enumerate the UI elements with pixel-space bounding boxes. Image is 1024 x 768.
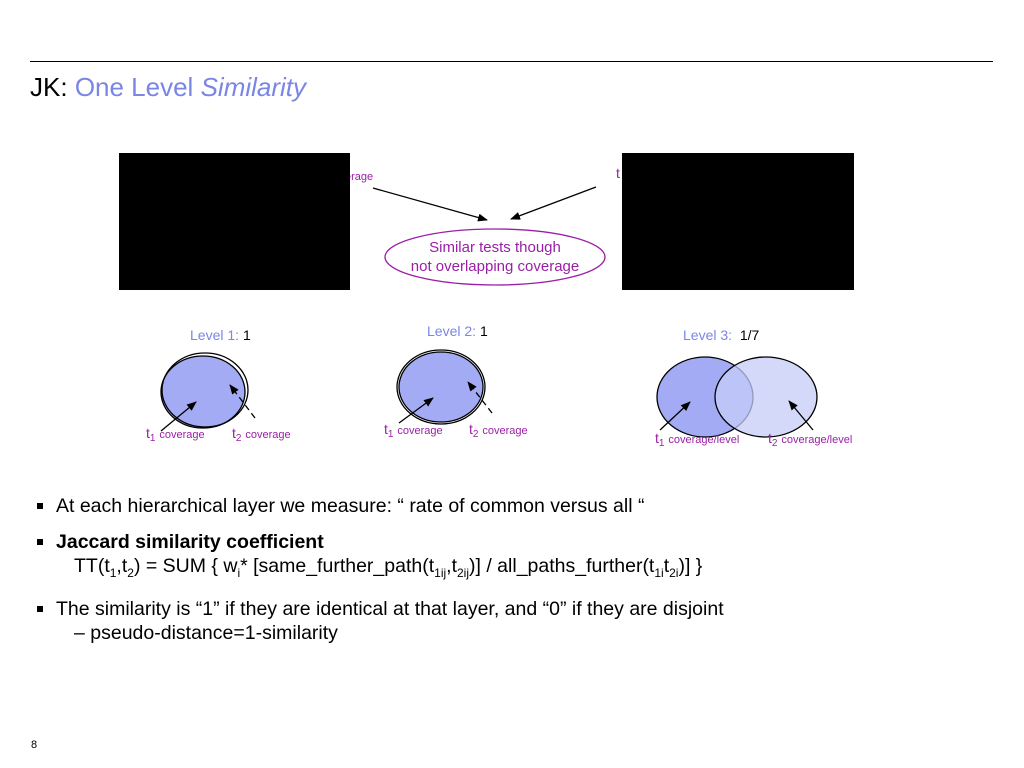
callout-text: Similar tests though not overlapping cov… (386, 238, 604, 276)
arrow-right-to-callout (510, 186, 597, 220)
level3-t2-circle (714, 356, 818, 438)
jaccard-title: Jaccard similarity coefficient (56, 531, 324, 553)
level2-t1-arrow (398, 397, 434, 424)
jaccard-formula: TT(t1,t2) = SUM { wi* [same_further_path… (74, 555, 703, 580)
callout-line2: not overlapping coverage (410, 258, 580, 275)
callout-oval (384, 228, 606, 286)
bullet-similarity-text: The similarity is “1” if they are identi… (56, 597, 724, 620)
callout-line1: Similar tests though (429, 239, 561, 256)
level3-t2-arrow (788, 400, 814, 431)
bullet-marker (37, 539, 43, 545)
right-image-placeholder (622, 153, 854, 290)
level3-header: Level 3: 1/7 (683, 327, 759, 343)
bullet-measure-text: At each hierarchical layer we measure: “… (56, 495, 645, 517)
right-box-label-fragment: t (616, 165, 620, 181)
level1-name: Level 1: (190, 327, 240, 343)
bullet-jaccard: Jaccard similarity coefficient TT(t1,t2)… (37, 530, 997, 585)
level1-t1-circle (160, 355, 246, 429)
level2-t2-label: t2 coverage (469, 421, 528, 440)
level3-t1-arrow (659, 401, 691, 431)
level2-value: 1 (479, 323, 488, 339)
page-title: JK: One Level Similarity (30, 72, 306, 103)
level1-t2-circle (161, 352, 249, 428)
level3-name: Level 3: (683, 327, 733, 343)
title-prefix: JK: (30, 72, 68, 102)
left-image-placeholder (119, 153, 350, 290)
level3-t1-label: t1 coverage/level (655, 430, 740, 449)
level3-t2-label: t2 coverage/level (768, 430, 853, 449)
level1-t1-label: t1 coverage (146, 425, 205, 444)
level1-t1-arrow (160, 401, 197, 432)
level1-header: Level 1: 1 (190, 327, 251, 343)
bullet-measure: At each hierarchical layer we measure: “… (37, 494, 997, 518)
page-number: 8 (31, 739, 38, 751)
left-box-label-fragment: erage (345, 171, 374, 183)
level1-t2-arrow (229, 384, 256, 419)
level2-t2-arrow (467, 381, 493, 414)
level3-value: 1/7 (739, 327, 760, 343)
title-rule (30, 61, 993, 62)
bullet-marker (37, 503, 43, 509)
level2-t2-circle (396, 349, 486, 425)
level3-venn (656, 356, 818, 438)
bullet-list: At each hierarchical layer we measure: “… (37, 494, 997, 657)
level2-name: Level 2: (427, 323, 477, 339)
title-part1: One Level (74, 72, 194, 102)
level2-t1-label: t1 coverage (384, 421, 443, 440)
level1-value: 1 (242, 327, 251, 343)
bullet-marker (37, 605, 43, 612)
level2-header: Level 2: 1 (427, 323, 488, 339)
pseudo-distance-text: – pseudo-distance=1-similarity (74, 621, 338, 644)
bullet-similarity: The similarity is “1” if they are identi… (37, 597, 997, 645)
level1-venn (160, 352, 256, 432)
level1-t2-label: t2 coverage (232, 425, 291, 444)
level2-venn (396, 349, 493, 425)
level2-t1-circle (398, 351, 484, 423)
title-part2: Similarity (200, 72, 307, 102)
arrow-left-to-callout (372, 187, 488, 222)
